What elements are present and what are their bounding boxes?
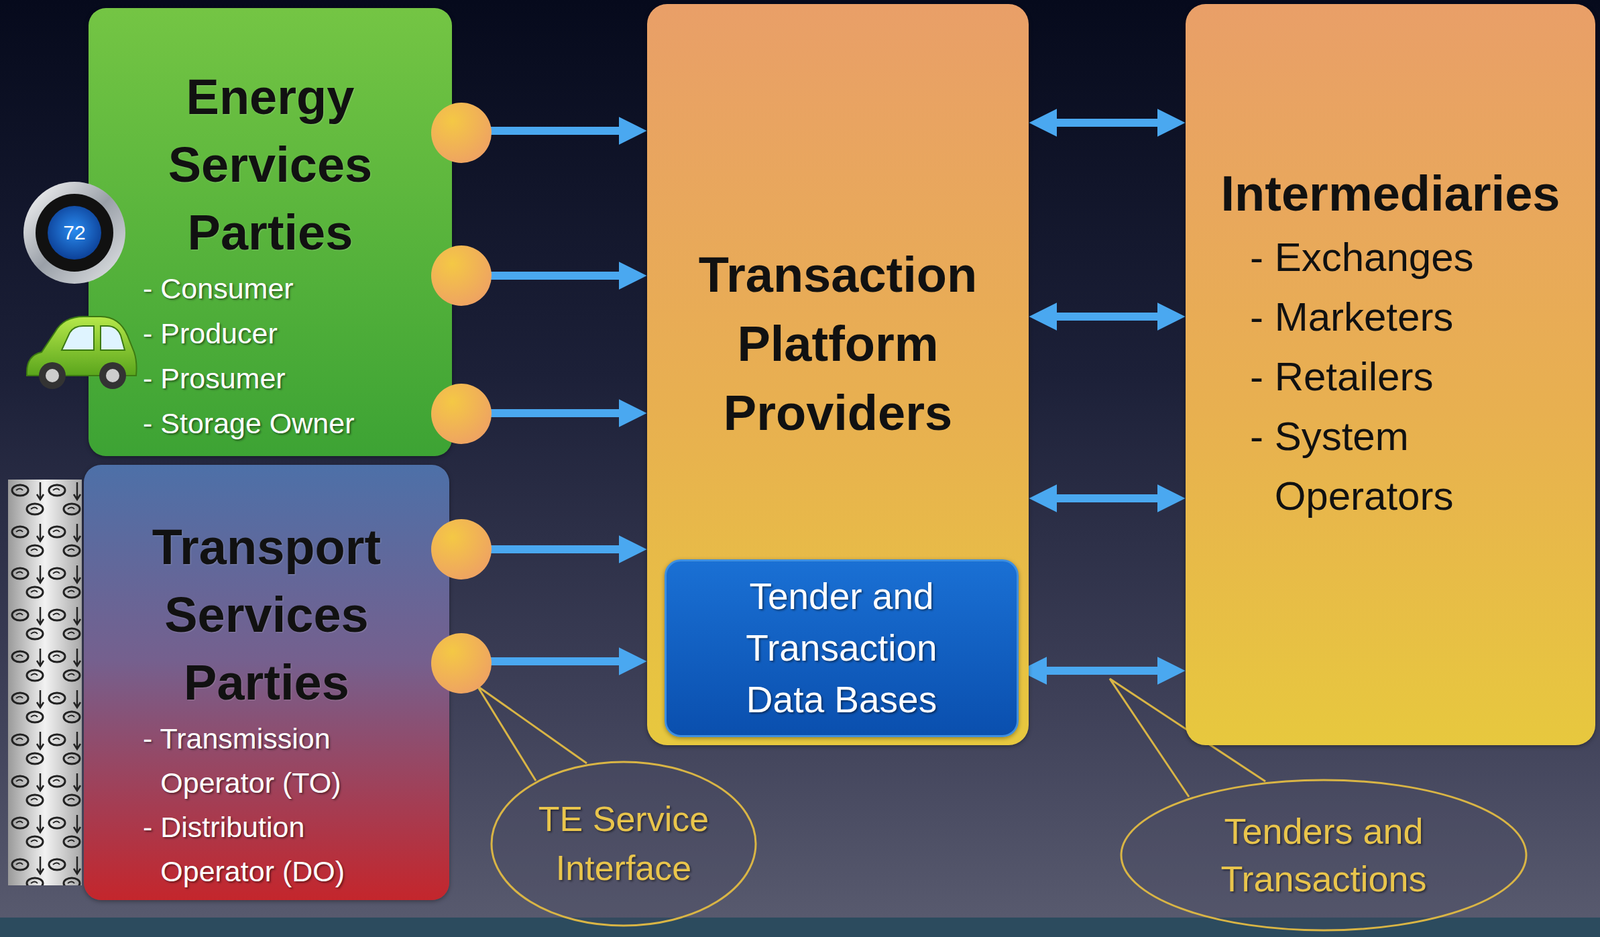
leader-line xyxy=(477,686,587,781)
double-arrow xyxy=(1051,312,1163,321)
party-box: Transport Services Parties- Transmission… xyxy=(83,464,450,900)
coil-pattern xyxy=(8,479,82,886)
node-text: TE Service Interface xyxy=(536,794,711,893)
list-item: - Transmission Operator (TO) xyxy=(142,716,405,805)
list-item: - Marketers xyxy=(1249,287,1532,347)
list-item: - Distribution Operator (DO) xyxy=(142,804,405,894)
party-box: Energy Services Parties- Consumer- Produ… xyxy=(88,8,452,456)
list-item: - Exchanges xyxy=(1249,227,1532,288)
node-title: Transaction Platform Providers xyxy=(673,240,1003,448)
double-arrow xyxy=(1051,494,1163,503)
database-box: Tender and Transaction Data Bases xyxy=(664,559,1019,737)
list-item: - Producer xyxy=(142,311,438,357)
platform-box: Transaction Platform ProvidersTender and… xyxy=(647,4,1029,746)
node-title: Energy Services Parties xyxy=(126,63,415,267)
double-arrow xyxy=(1051,118,1163,127)
node-title: Transport Services Parties xyxy=(122,512,412,717)
list-item: - Consumer xyxy=(142,266,438,312)
node-title: Intermediaries xyxy=(1189,159,1592,228)
coil-strip xyxy=(8,479,82,886)
double-arrow xyxy=(474,126,625,135)
thermostat-icon xyxy=(23,181,126,284)
interface-dots xyxy=(431,102,492,694)
callout-ellipse: Tenders and Transactions xyxy=(1119,777,1529,933)
double-arrow xyxy=(474,271,625,280)
double-arrow xyxy=(472,657,625,666)
list-item: - Retailers xyxy=(1249,346,1532,407)
ellipse-outline xyxy=(1119,777,1529,933)
double-arrow xyxy=(474,409,625,418)
node-text: Tender and Transaction Data Bases xyxy=(714,570,969,726)
list-item: - Storage Owner xyxy=(142,401,438,446)
intermediary-box: Intermediaries- Exchanges- Marketers- Re… xyxy=(1185,4,1596,746)
car-icon xyxy=(26,316,137,389)
list-item: - System Operators xyxy=(1249,406,1532,526)
double-arrow xyxy=(472,545,625,554)
callout-ellipse: TE Service Interface xyxy=(489,759,758,928)
list-item: - Prosumer xyxy=(142,356,438,402)
node-text: Tenders and Transactions xyxy=(1179,807,1468,903)
thermostat-reading: 72 xyxy=(47,220,102,245)
double-arrow xyxy=(1041,666,1163,675)
ellipse-outline xyxy=(489,759,758,928)
